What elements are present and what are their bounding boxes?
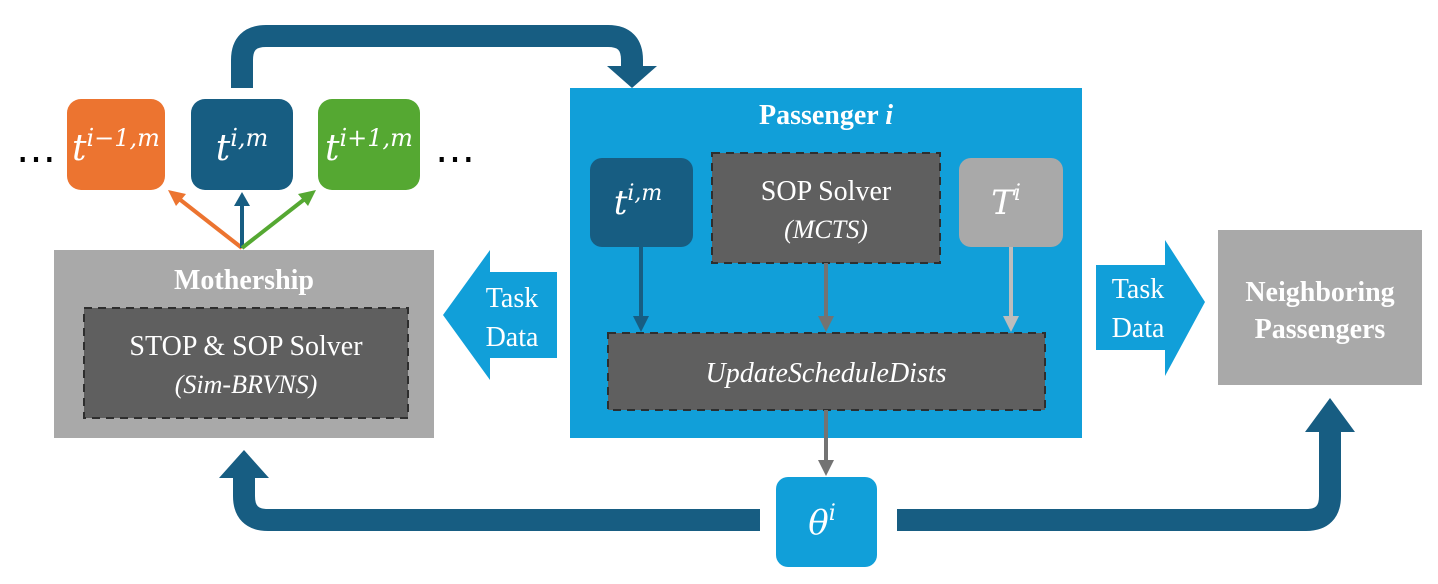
prev-schedule-box xyxy=(67,99,165,190)
arrow-to-current-head xyxy=(234,192,250,206)
top-curved-arrow xyxy=(231,25,643,88)
taskset-to-update-head xyxy=(1003,316,1019,332)
theta-box xyxy=(776,477,877,567)
sop-solver-line1: SOP Solver xyxy=(761,176,892,207)
theta-to-mothership-head xyxy=(219,450,269,478)
theta-label: θi xyxy=(808,501,836,543)
task-data-left-line2: Data xyxy=(486,322,539,353)
schedule-to-update-head xyxy=(633,316,649,332)
theta-to-mothership-path xyxy=(233,476,760,531)
prev-schedule-label: ti−1,m xyxy=(72,124,160,169)
current-schedule-label: ti,m xyxy=(216,124,269,169)
theta-to-neighbors-head xyxy=(1305,398,1355,432)
current-schedule-box xyxy=(191,99,293,190)
update-to-theta-head xyxy=(818,460,834,476)
next-schedule-label: ti+1,m xyxy=(325,124,413,169)
task-set-box xyxy=(959,158,1063,247)
task-data-right-line1: Task xyxy=(1112,274,1164,305)
update-label: UpdateScheduleDists xyxy=(705,358,946,389)
passenger-schedule-label: ti,m xyxy=(614,181,663,223)
top-arrow-head xyxy=(607,66,657,88)
mothership-solver-box xyxy=(83,307,409,419)
sop-solver-box xyxy=(711,152,941,264)
arrow-to-next-head xyxy=(298,190,316,206)
task-data-left-line1: Task xyxy=(486,283,538,314)
passenger-schedule-box xyxy=(590,158,693,247)
passenger-title: Passenger i xyxy=(759,100,893,131)
sop-solver-line2: (MCTS) xyxy=(784,215,868,244)
neighbors-line2: Passengers xyxy=(1255,314,1386,345)
task-data-left-arrow xyxy=(443,250,557,380)
task-data-right-arrow xyxy=(1096,240,1205,376)
arrow-to-prev xyxy=(176,196,244,250)
arrow-to-prev-head xyxy=(168,190,186,206)
right-ellipsis: … xyxy=(435,126,475,172)
neighbors-box xyxy=(1218,230,1422,385)
update-box xyxy=(607,332,1046,411)
neighbors-line1: Neighboring xyxy=(1245,277,1394,308)
task-data-right-line2: Data xyxy=(1112,313,1165,344)
left-ellipsis: … xyxy=(16,126,56,172)
theta-to-neighbors-path xyxy=(897,430,1341,531)
arrow-to-next xyxy=(240,196,308,250)
task-set-label: Ti xyxy=(991,181,1021,223)
solver-to-update-head xyxy=(818,316,834,332)
mothership-solver-line2: (Sim-BRVNS) xyxy=(175,370,318,399)
mothership-solver-line1: STOP & SOP Solver xyxy=(129,331,363,362)
next-schedule-box xyxy=(318,99,420,190)
mothership-title: Mothership xyxy=(174,265,314,296)
